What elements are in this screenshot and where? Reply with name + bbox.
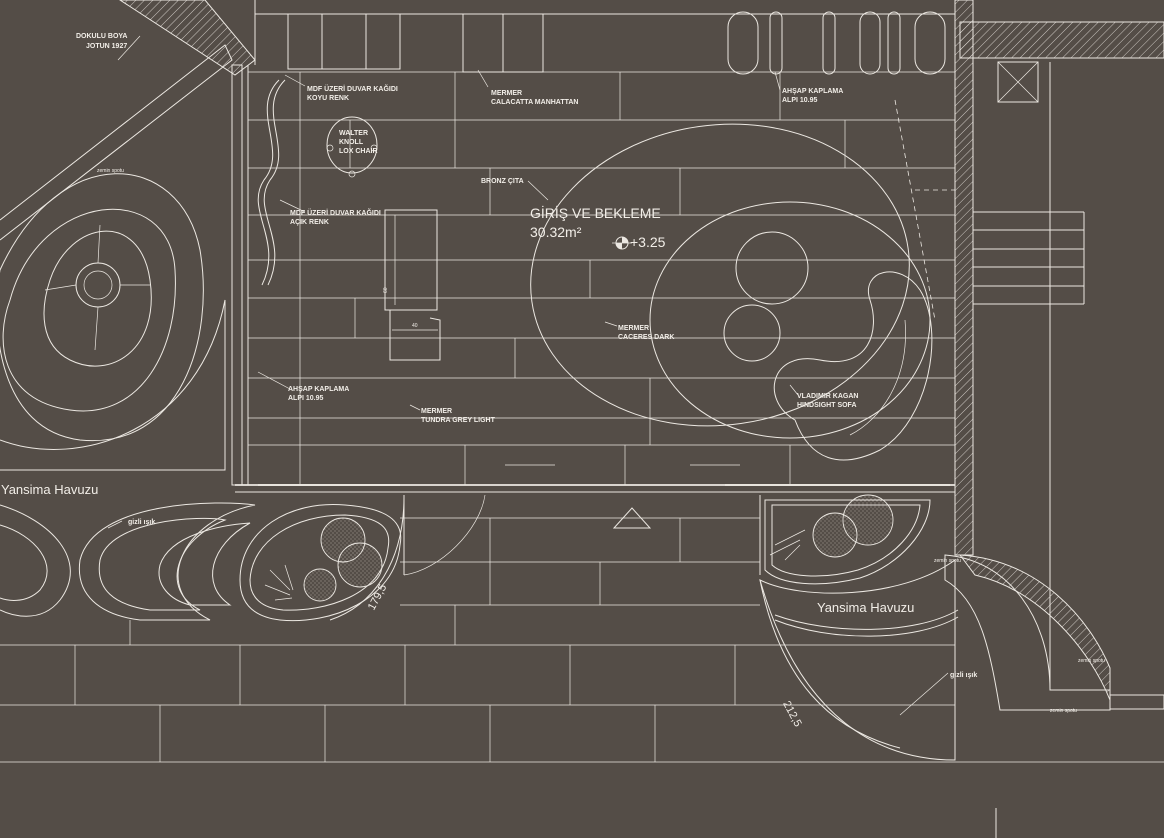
- column: [997, 61, 1039, 103]
- dimensions: [329, 496, 901, 749]
- labels: DOKULU BOYA JOTUN 1927 MDF ÜZERİ DUVAR K…: [1, 33, 1105, 729]
- label-floor-spot-2: zemin spotu: [934, 558, 961, 564]
- label-marble-low-type: TUNDRA GREY LIGHT: [421, 417, 496, 424]
- dimension-40: 40: [412, 323, 418, 329]
- coffee-table-small: [723, 304, 781, 362]
- left-planter: [239, 503, 402, 622]
- label-mdf-dark: MDF ÜZERİ DUVAR KAĞIDI: [307, 84, 398, 93]
- bush-2: [337, 542, 383, 588]
- label-pool-right: Yansima Havuzu: [817, 600, 914, 615]
- stairs: [973, 211, 1085, 305]
- label-chair-model: LOX CHAIR: [339, 148, 378, 155]
- label-chair-designer: WALTER: [339, 130, 368, 137]
- walls: [119, 0, 1164, 838]
- bush-3: [303, 568, 337, 602]
- label-marble-top-type: CALACATTA MANHATTAN: [491, 99, 578, 106]
- curved-wall: [958, 554, 1111, 701]
- north-west-wall: [119, 0, 256, 76]
- bush-5: [812, 512, 858, 558]
- label-wood-left-code: ALPI 10.95: [288, 395, 324, 402]
- paving: [0, 517, 1164, 763]
- label-sofa-designer: VLADIMIR KAGAN: [797, 393, 858, 400]
- left-landscape: [0, 44, 256, 621]
- label-hidden-light-left: gizli ışık: [128, 519, 155, 526]
- level-marker: [612, 236, 632, 250]
- label-chair-brand: KNOLL: [339, 139, 364, 146]
- label-sofa-model: HINDSIGHT SOFA: [797, 402, 857, 409]
- reflecting-pool-right: [759, 559, 956, 761]
- reception-desk: [384, 209, 441, 361]
- room-name: GİRİŞ VE BEKLEME: [530, 204, 661, 221]
- label-marble-top: MERMER: [491, 90, 522, 97]
- east-wall: [954, 0, 974, 556]
- label-marble-mid-type: CACERES DARK: [618, 334, 674, 341]
- shelf-units: [287, 11, 946, 75]
- hindsight-sofa: [773, 271, 933, 461]
- label-wood-top: AHŞAP KAPLAMA: [782, 88, 843, 95]
- label-marble-low: MERMER: [421, 408, 452, 415]
- north-east-wall: [959, 21, 1164, 59]
- oval-rug: [530, 123, 910, 427]
- west-wall: [231, 64, 243, 486]
- label-dokulu-boya: DOKULU BOYA: [76, 33, 127, 40]
- right-landscape: [759, 494, 1164, 761]
- label-jotun: JOTUN 1927: [86, 43, 127, 50]
- lox-chair: [326, 116, 378, 178]
- label-pool-left: Yansima Havuzu: [1, 482, 98, 497]
- label-wood-top-code: ALPI 10.95: [782, 97, 818, 104]
- label-floor-spot-4: zemin spotu: [1050, 708, 1077, 714]
- entry: [258, 464, 950, 576]
- level-value: +3.25: [630, 234, 666, 250]
- planter-oval: [0, 173, 204, 442]
- label-mdf-light-color: AÇIK RENK: [290, 219, 329, 226]
- label-hidden-light-right: gizli ışık: [950, 672, 977, 679]
- lounge-group: [530, 123, 933, 461]
- label-floor-spot-3: zemin spotu: [1078, 658, 1105, 664]
- label-mdf-dark-color: KOYU RENK: [307, 95, 349, 102]
- floor-grid: [248, 71, 955, 485]
- label-mdf-light: MDF ÜZERİ DUVAR KAĞIDI: [290, 208, 381, 217]
- label-floor-spot-1: zemin spotu: [97, 168, 124, 174]
- label-bronze-strip: BRONZ ÇITA: [481, 178, 524, 185]
- label-marble-mid: MERMER: [618, 325, 649, 332]
- dimension-212-5: 212,5: [780, 699, 804, 729]
- dimension-60: 60: [383, 287, 389, 293]
- room-area: 30.32m²: [530, 224, 582, 240]
- curved-wall-panels: [257, 79, 286, 286]
- label-wood-left: AHŞAP KAPLAMA: [288, 386, 349, 393]
- leader-lines: [107, 35, 949, 716]
- coffee-table-large: [735, 231, 809, 305]
